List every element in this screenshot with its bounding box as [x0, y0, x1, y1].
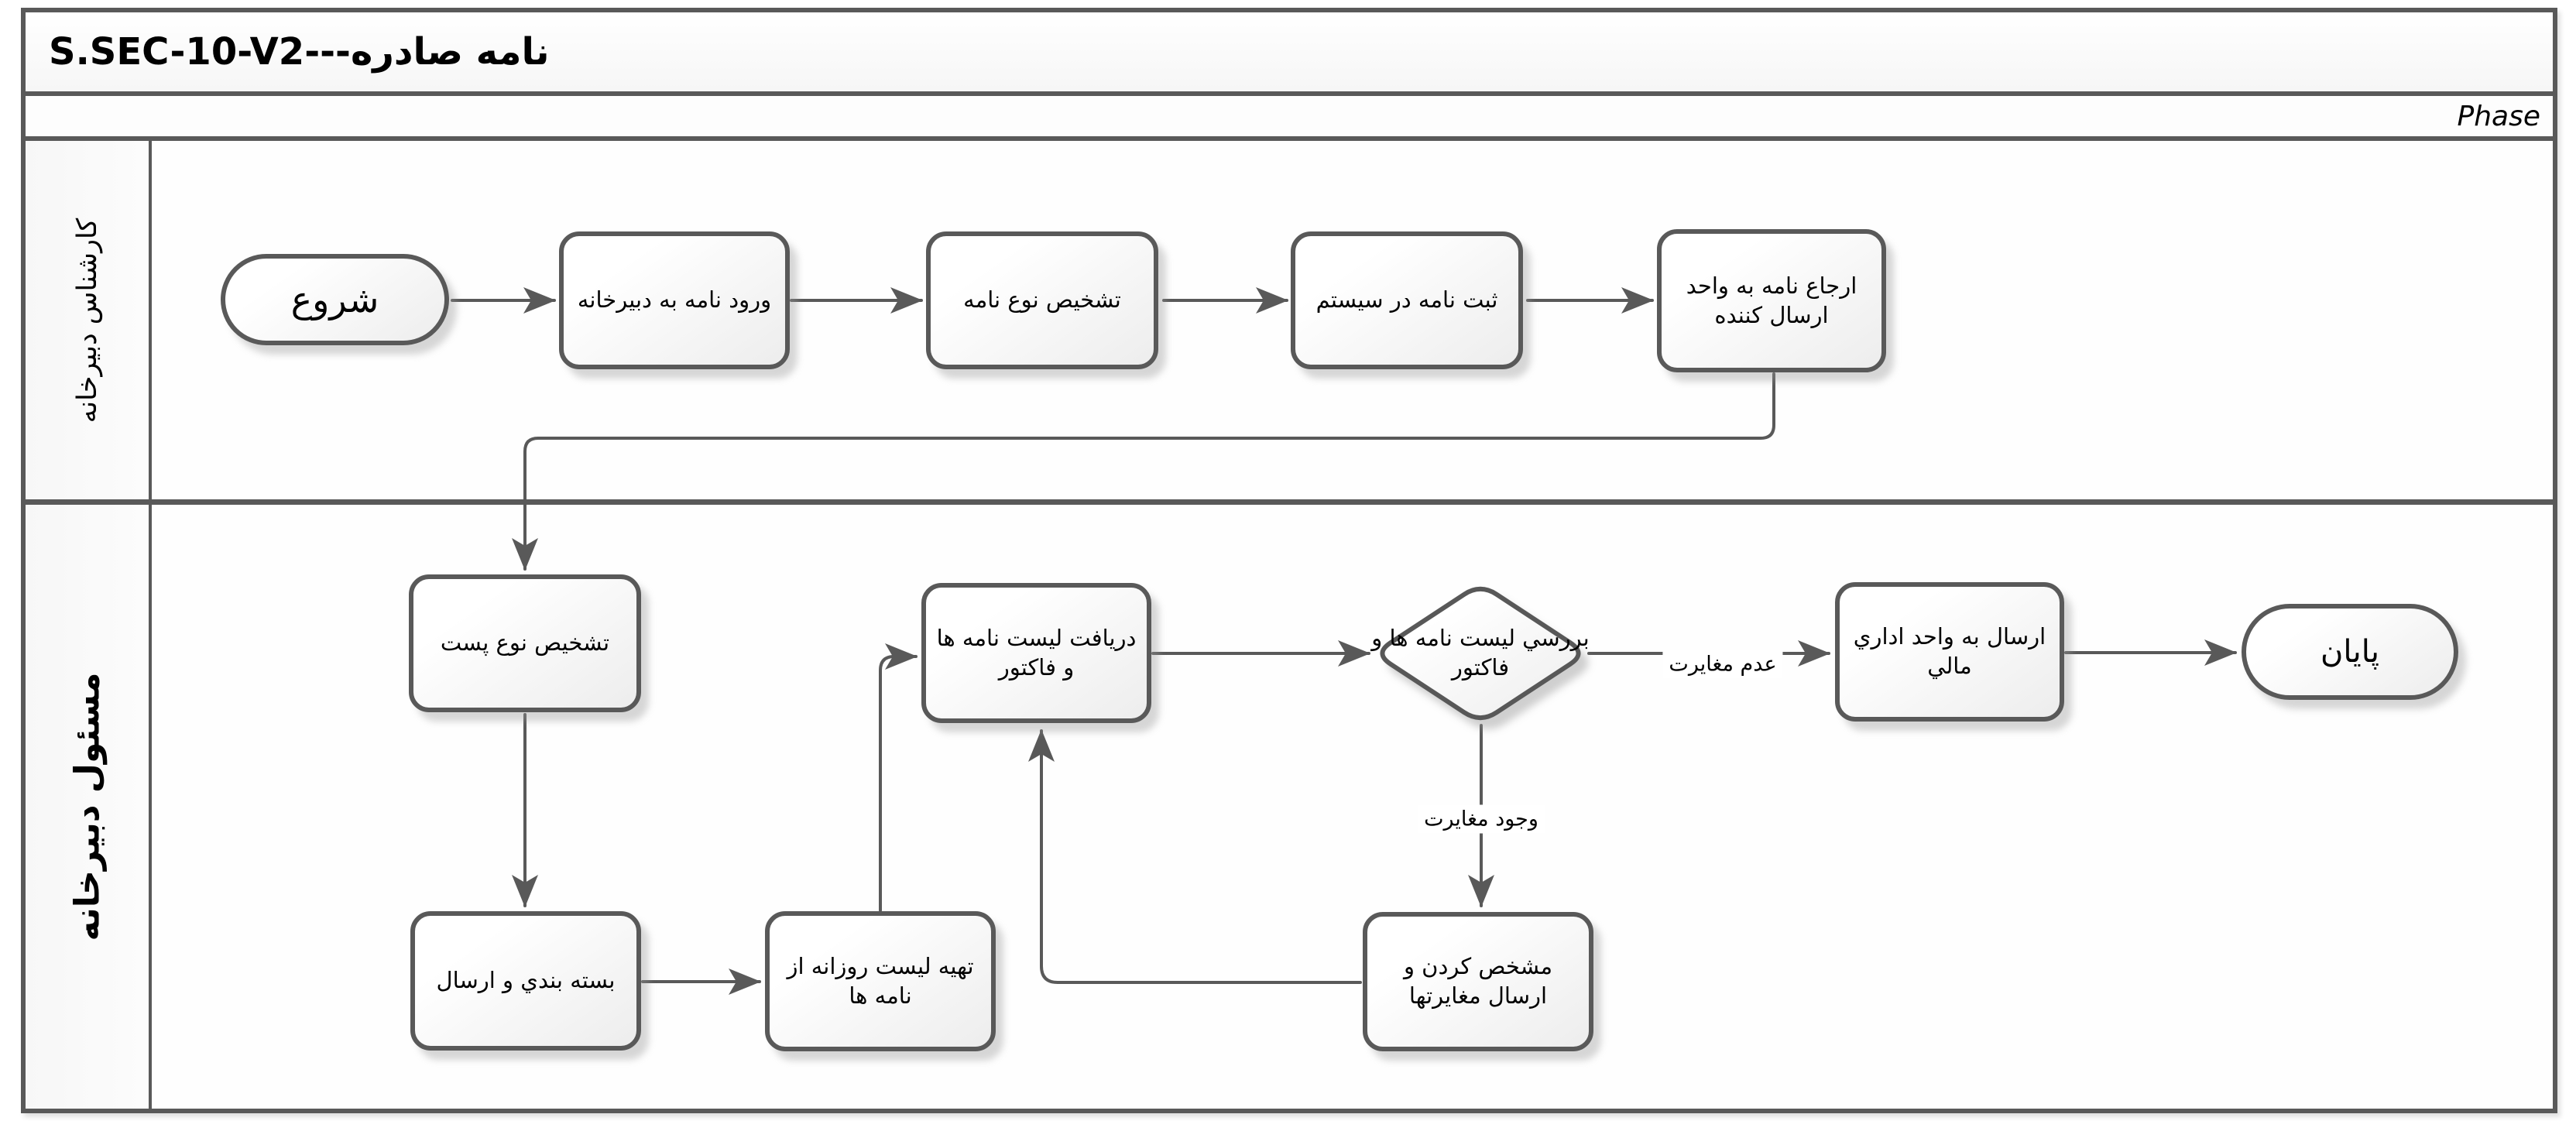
process-receive-list: دریافت لیست نامه ها و فاکتور [921, 583, 1151, 723]
decision-review-diamond [1380, 586, 1581, 721]
page-title: S.SEC-10-V2---نامه صادره [49, 30, 550, 74]
phase-label: Phase [2457, 100, 2541, 132]
process-label: ارسال به واحد اداري مالي [1853, 623, 2046, 679]
process-refer-letter: ارجاع نامه به واحد ارسال کننده [1657, 229, 1886, 372]
process-packing-sending: بسته بندي و ارسال [410, 911, 641, 1051]
process-detect-post-type: تشخیص نوع پست [409, 574, 641, 712]
process-prepare-daily-list: تهیه لیست روزانه از نامه ها [765, 911, 996, 1051]
edge-refer-to-detect-post [512, 372, 1775, 571]
lane-label-column: مسئول دبیرخانه [26, 505, 152, 1109]
edge-label-has-discrepancy: وجود مغایرت [1418, 804, 1545, 834]
decision-review-label: بررسي لیست نامه ها و فاکتور [1371, 625, 1590, 680]
edge-label-no-discrepancy: عدم مغایرت [1662, 650, 1783, 679]
start-node: شروع [221, 254, 449, 345]
lane-label-column: کارشناس دبیرخانه [26, 141, 152, 499]
process-detect-letter-type: تشخیص نوع نامه [926, 231, 1158, 369]
phase-bar: Phase [26, 96, 2553, 141]
process-label: مشخص کردن و ارسال مغایرتها [1403, 953, 1553, 1009]
start-label: شروع [290, 279, 379, 321]
title-bar: S.SEC-10-V2---نامه صادره [26, 12, 2553, 96]
process-mark-discrepancies: مشخص کردن و ارسال مغایرتها [1363, 912, 1593, 1051]
process-label: تشخیص نوع نامه [963, 286, 1121, 314]
end-label: پایان [2320, 634, 2380, 670]
process-enter-letter: ورود نامه به دبیرخانه [559, 231, 790, 369]
process-label: ثبت نامه در سیستم [1315, 286, 1498, 314]
edge-mark-to-receive [1028, 729, 1362, 984]
process-send-admin-finance: ارسال به واحد اداري مالي [1835, 582, 2064, 722]
process-label: تشخیص نوع پست [440, 629, 610, 656]
process-label: ارجاع نامه به واحد ارسال کننده [1686, 272, 1857, 328]
process-label: دریافت لیست نامه ها و فاکتور [936, 624, 1137, 680]
process-label: ورود نامه به دبیرخانه [577, 286, 772, 314]
edge-prepare-to-receive [879, 643, 918, 912]
process-label: تهیه لیست روزانه از نامه ها [787, 952, 974, 1009]
process-register-letter: ثبت نامه در سیستم [1291, 231, 1523, 369]
end-node: پایان [2242, 604, 2458, 700]
process-label: بسته بندي و ارسال [436, 967, 616, 994]
